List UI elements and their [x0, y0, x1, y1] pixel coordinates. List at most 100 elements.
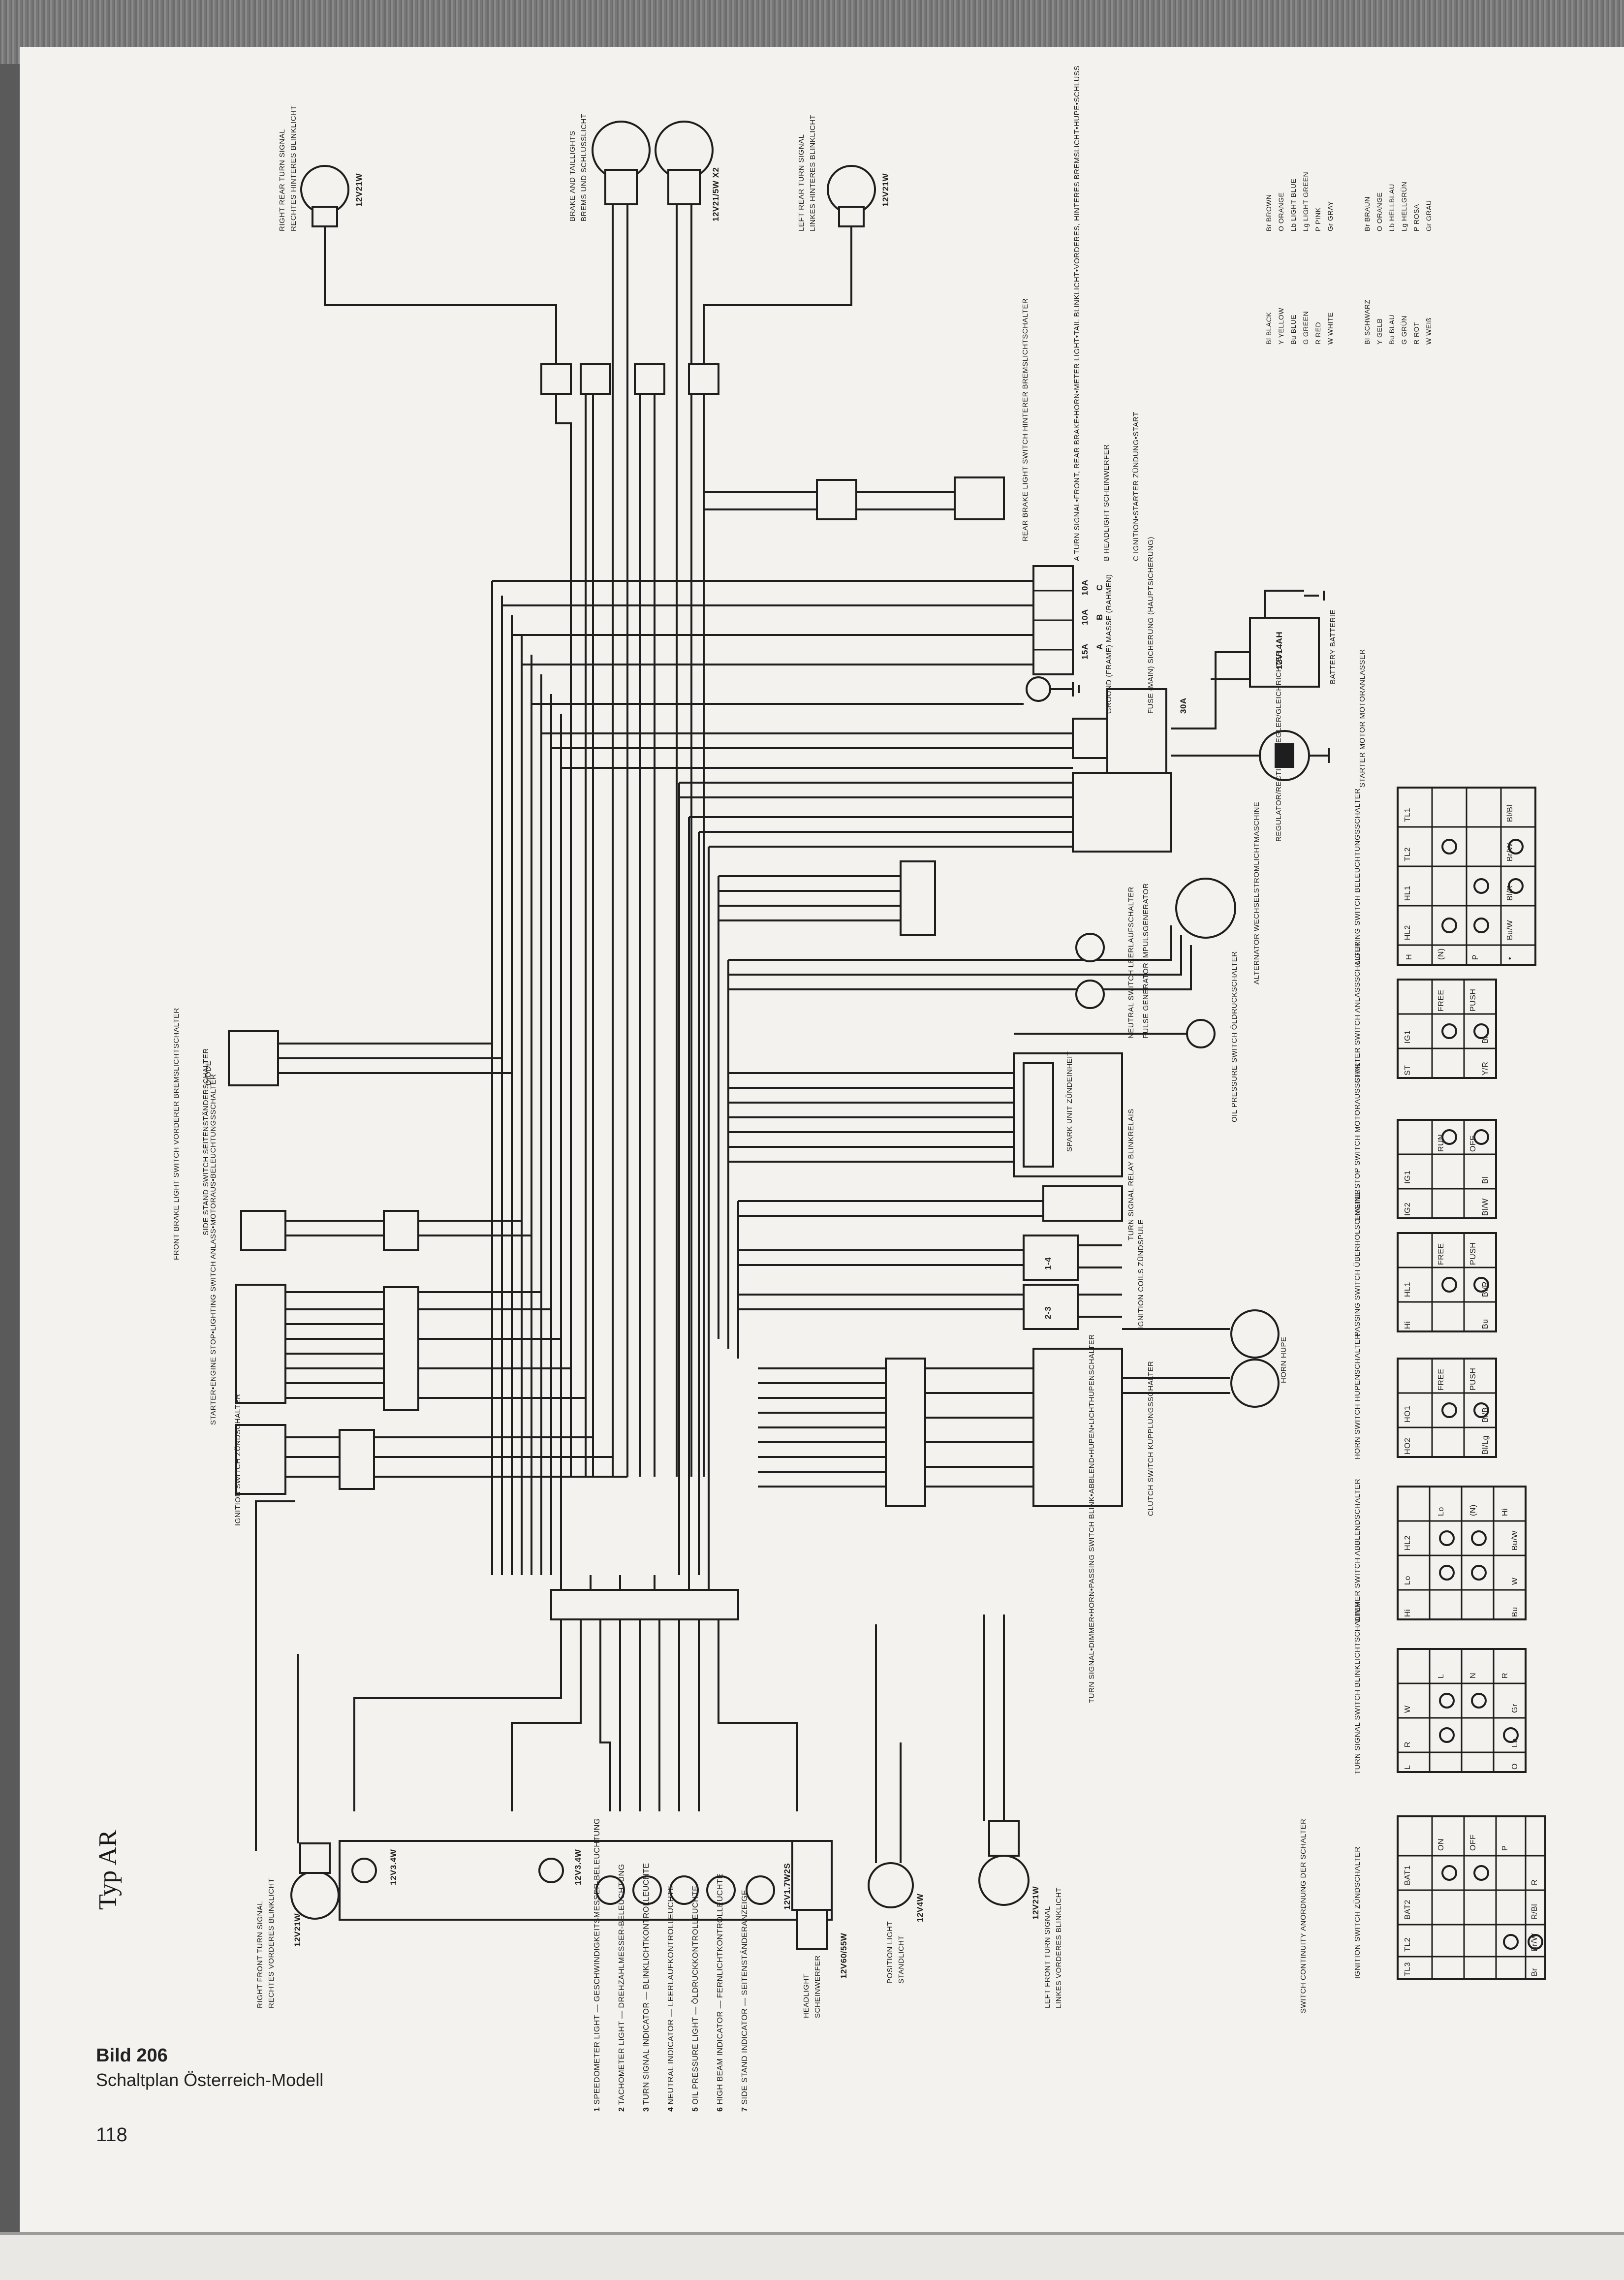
color-legend-en-6: Br BROWN [1265, 194, 1273, 231]
indicator-4 [632, 1875, 662, 1905]
meter-legend-2-n: 2 [618, 2107, 626, 2112]
meter-legend-2-de: DREHZAHLMESSER-BELEUCHTUNG [618, 1864, 626, 2008]
ground-symbol [1050, 682, 1080, 697]
color-legend-en-7: O ORANGE [1277, 192, 1285, 231]
regulator-rectifier [1072, 772, 1172, 853]
ignition-col-0: BAT1 [1404, 1865, 1412, 1885]
meter-legend-1-n: 1 [593, 2107, 601, 2112]
handlebar-left-wires [758, 1367, 1033, 1488]
left-rear-turn-label: LEFT REAR TURN SIGNAL [797, 134, 806, 232]
meter-legend-1-de: GESCHWINDIGKEITSMESSER-BELEUCHTUNG [593, 1818, 601, 2002]
passing-color-1: Bu [1481, 1319, 1490, 1329]
rear-connector-3 [634, 363, 665, 395]
brake-tail-socket-2 [667, 169, 701, 205]
lighting-row-1: P [1471, 954, 1480, 960]
fuse-rating-3: 10A [1080, 579, 1090, 596]
oil-pressure-label: OIL PRESSURE SWITCH ÖLDRUCKSCHALTER [1230, 951, 1239, 1122]
meter-legend-5-n: 5 [691, 2107, 700, 2112]
engine-stop-color-1: Bl/W [1481, 1198, 1490, 1216]
meter-legend-3-en: TURN SIGNAL INDICATOR [642, 2002, 651, 2105]
clutch-switch-block [1032, 1348, 1123, 1507]
meter-b-rating: 12V3.4W [573, 1849, 583, 1885]
turn-row-2: R [1501, 1672, 1509, 1678]
color-legend-en-4: R RED [1314, 321, 1322, 345]
front-brake-switch-label: FRONT BRAKE LIGHT SWITCH VORDERER BREMSL… [172, 1008, 181, 1260]
meter-legend-3-n: 3 [642, 2107, 651, 2112]
headlight-label-de: SCHEINWERFER [813, 1955, 822, 2018]
dimmer-color-1: W [1511, 1577, 1519, 1585]
fuse-letter-c: C [1095, 584, 1104, 591]
dimmer-row-1: (N) [1469, 1504, 1477, 1516]
right-front-turn-rating: 12V21W [293, 1913, 302, 1947]
meter-legend-4-n: 4 [667, 2107, 675, 2112]
lighting-row-2: (N) [1437, 948, 1445, 960]
engine-stop-row-1: OFF [1469, 1135, 1477, 1152]
circuit-legend-c-text: IGNITION•STARTER ZÜNDUNG•START [1132, 412, 1140, 553]
typ-label: Typ AR [94, 1830, 122, 1910]
side-stand-connector [383, 1210, 419, 1251]
rear-lamps [300, 121, 876, 227]
spark-plug-leads [1078, 1244, 1122, 1318]
lighting-col-3: HL2 [1404, 925, 1412, 940]
lighting-col-1: TL2 [1404, 847, 1412, 861]
neutral-switch [1075, 933, 1105, 962]
right-front-turn-lamp [290, 1870, 340, 1920]
ground-label: GROUND (FRAME) MASSE (RAHMEN) [1105, 574, 1113, 714]
left-rear-turn-socket [838, 206, 865, 227]
ignition-color-1: R/Bl [1530, 1903, 1539, 1920]
main-fuse-label: FUSE (MAIN) SICHERUNG (HAUPTSICHERUNG) [1147, 537, 1155, 714]
brake-tail-rating: 12V21/5W X2 [711, 167, 720, 222]
spark-unit-connector [1023, 1062, 1054, 1168]
indicator-5 [669, 1875, 699, 1905]
color-legend-de-2: Bu BLAU [1388, 314, 1396, 345]
color-legend-de-8: Lb HELLBLAU [1388, 184, 1396, 231]
color-legend-de-3: G GRÜN [1400, 316, 1408, 345]
right-front-turn-socket [299, 1842, 331, 1874]
rear-connector-2 [580, 363, 611, 395]
ignition-switch-table [1397, 1815, 1546, 1980]
circuit-legend-a-text: TURN SIGNAL•FRONT, REAR BRAKE•HORN•METER… [1073, 65, 1081, 554]
dimmer-switch-title: DIMMER SWITCH ABBLENDSCHALTER [1353, 1479, 1362, 1622]
left-front-turn-label: LEFT FRONT TURN SIGNAL [1043, 1906, 1052, 2008]
horn-col-0: HO1 [1404, 1405, 1412, 1423]
meter-harness-connector [550, 1589, 739, 1620]
lighting-col-2: HL1 [1404, 886, 1412, 901]
meter-legend-5-en: OIL PRESSURE LIGHT [691, 2017, 700, 2105]
color-legend-de-11: Gr GRAU [1425, 200, 1433, 231]
battery-ground-lead [1264, 590, 1325, 618]
turn-col-1: R [1404, 1741, 1412, 1747]
neutral-switch-label: NEUTRAL SWITCH LEERLAUFSCHALTER [1127, 887, 1135, 1039]
starter-motor-lead [1171, 748, 1330, 763]
right-front-turn-lead [255, 1500, 299, 1851]
meter-a-rating: 12V3.4W [389, 1849, 398, 1885]
regulator-label: REGULATOR/RECTIFIER REGLER/GLEICHRICHTER [1275, 651, 1283, 842]
horn-leads [1122, 1328, 1230, 1394]
regulator-connector [1072, 718, 1108, 759]
page-number: 118 [96, 2124, 127, 2146]
spark-unit-label: SPARK UNIT ZÜNDEINHEIT [1065, 1051, 1074, 1152]
turn-signal-switch-title: TURN SIGNAL SWITCH BLINKLICHTSCHALTER [1353, 1601, 1362, 1774]
meter-legend-7: 7 SIDE STAND INDICATOR — SEITENSTÄNDERAN… [741, 1889, 749, 2112]
ignition-coil-1-4 [1023, 1235, 1079, 1281]
oil-pressure-switch [1186, 1019, 1216, 1048]
circuit-legend-b-letter: B [1102, 556, 1111, 561]
turn-color-0: Gr [1511, 1704, 1519, 1713]
meter-bulb-1 [351, 1858, 377, 1883]
horn-label: HORN HUPE [1280, 1336, 1288, 1383]
color-legend-en-8: Lb LIGHT BLUE [1289, 178, 1297, 231]
ignition-coils-label: IGNITION COILS ZÜNDSPULE [1137, 1219, 1145, 1329]
ignition-color-2: Br/W [1530, 1933, 1539, 1952]
lighting-color-3: Bu/W [1506, 919, 1514, 940]
starter-lighting-connector [383, 1286, 419, 1411]
engine-stop-row-0: RUN [1437, 1134, 1445, 1152]
meter-legend-5-de: ÖLDRUCKKONTROLLEUCHTE [691, 1885, 700, 2004]
alternator-leads [1058, 925, 1192, 990]
left-front-turn-label-de: LINKES VORDERES BLINKLICHT [1055, 1887, 1063, 2008]
color-legend-de-7: O ORANGE [1375, 192, 1383, 231]
side-stand-wires [285, 1220, 531, 1236]
rear-brake-switch-connector [816, 479, 857, 520]
indicator-3 [595, 1875, 625, 1905]
starter-lighting-switch [235, 1284, 286, 1404]
ignition-switch-connector [339, 1429, 375, 1490]
meter-legend-7-de: SEITENSTÄNDERANZEIGE [741, 1889, 749, 1995]
